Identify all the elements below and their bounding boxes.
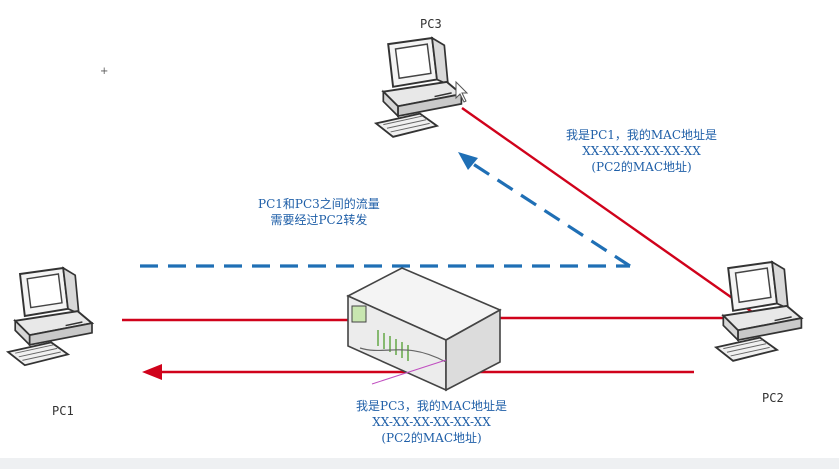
- pc3-spoof-note: 我是PC3，我的MAC地址是 XX-XX-XX-XX-XX-XX (PC2的MA…: [356, 398, 507, 446]
- pc1-spoof-line2: XX-XX-XX-XX-XX-XX: [582, 144, 701, 158]
- traffic-note: PC1和PC3之间的流量 需要经过PC2转发: [258, 196, 380, 228]
- traffic-note-line1: PC1和PC3之间的流量: [258, 197, 380, 211]
- bottom-bar: [0, 458, 839, 469]
- link-pc3-pc2: [461, 107, 756, 315]
- arrow-head-left: [142, 364, 162, 380]
- pc2-label: PC2: [762, 391, 784, 405]
- dashed-flow-arrow-head: [458, 152, 478, 170]
- plus-mark: +: [100, 66, 108, 77]
- pc1-label: PC1: [52, 404, 74, 418]
- pc3-spoof-line2: XX-XX-XX-XX-XX-XX: [372, 415, 491, 429]
- pc2-computer-icon: [715, 261, 803, 362]
- pc3-spoof-line3: (PC2的MAC地址): [381, 431, 482, 445]
- pc1-computer-icon: [7, 267, 93, 367]
- cursor-icon: [455, 80, 469, 103]
- pc3-label: PC3: [420, 17, 442, 31]
- pc1-spoof-line1: 我是PC1，我的MAC地址是: [566, 128, 718, 142]
- pc3-spoof-line1: 我是PC3，我的MAC地址是: [356, 399, 508, 413]
- pc3-computer-icon: [375, 37, 463, 138]
- pc1-spoof-line3: (PC2的MAC地址): [591, 160, 692, 174]
- dashed-flow-diagonal: [469, 160, 631, 268]
- switch-icon: [346, 267, 502, 392]
- traffic-note-line2: 需要经过PC2转发: [270, 213, 368, 227]
- pc1-spoof-note: 我是PC1，我的MAC地址是 XX-XX-XX-XX-XX-XX (PC2的MA…: [566, 127, 717, 175]
